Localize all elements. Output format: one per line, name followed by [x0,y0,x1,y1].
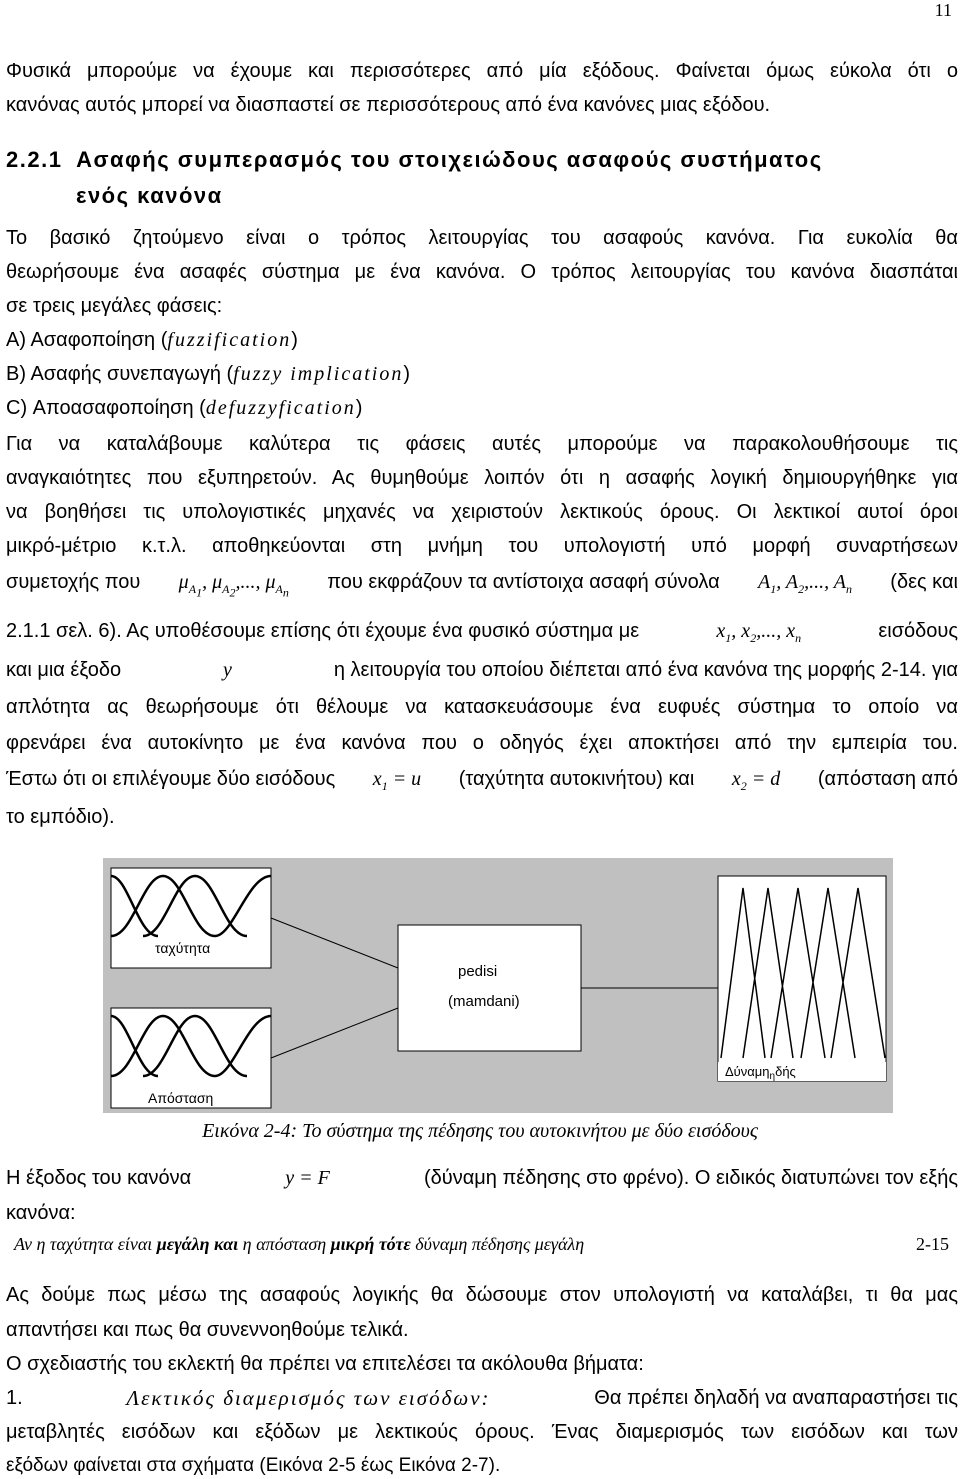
paragraph-line: Το βασικό ζητούμενο είναι ο τρόπος λειτο… [6,227,958,249]
paragraph-line: σε τρεις μεγάλες φάσεις: [6,295,223,317]
paragraph-line: Ο σχεδιαστής του εκλεκτή θα πρέπει να επ… [6,1353,644,1375]
paragraph-line: εξόδων φαίνεται στα σχήματα (Εικόνα 2-5 … [6,1455,501,1476]
paragraph-line-inputs: 2.1.1 σελ. 6). Ας υποθέσουμε επίσης ότι … [6,618,958,651]
paragraph-line: μεταβλητές εισόδων και εξόδων με λεκτικο… [6,1421,958,1443]
x2-eq-d: x2 = d [731,768,781,793]
paragraph-line: κανόνα: [6,1202,76,1224]
distance-label: Απόσταση [148,1090,213,1106]
paragraph-line: μικρό-μέτριο κ.τ.λ. αποθηκεύονται στη μν… [6,535,958,557]
box-title: pedisi [458,963,497,980]
force-label: Δύναμηηδής [725,1064,796,1082]
paragraph-line: απλότητα ας θεωρήσουμε ότι θέλουμε να κα… [6,696,958,718]
section-heading: 2.2.1 Ασαφής συμπερασμός του στοιχειώδου… [6,147,823,173]
step-1: 1. Λεκτικός διαμερισμός των εισόδων: Θα … [6,1386,958,1410]
fuzzy-sets: A1, A2,..., An [758,571,852,596]
box-subtitle: (mamdani) [448,993,520,1010]
paragraph-line: φρενάρει ένα αυτοκίνητο με ένα κανόνα πο… [6,732,958,754]
paragraph-line-output: και μια έξοδο y η λειτουργία του οποίου … [6,659,958,681]
mu-sequence: μA1, μA2,..., μAn [178,571,289,600]
distance-membership-panel: Απόσταση [110,1007,272,1109]
section-number: 2.2.1 [6,147,63,172]
paragraph-line: Για να καταλάβουμε καλύτερα τις φάσεις α… [6,433,958,455]
speed-membership-panel: ταχύτητα [110,867,272,969]
paragraph-line-membership: συμετοχής που μA1, μA2,..., μAn που εκφρ… [6,569,958,605]
paragraph-line: το εμπόδιο). [6,806,115,828]
paragraph-line: θεωρήσουμε ένα ασαφές σύστημα με ένα καν… [6,261,958,283]
y-eq-F: y = F [285,1167,330,1189]
paragraph-line: αναγκαιότητες που εξυπηρετούν. Ας θυμηθο… [6,467,958,489]
phase-a: Α) Ασαφοποίηση (fuzzification) [6,329,298,351]
mamdani-system-box: pedisi (mamdani) [397,924,582,1052]
paragraph-line-choice: Έστω ότι οι επιλέγουμε δύο εισόδους x1 =… [6,766,958,799]
page-number: 11 [934,0,952,20]
section-title-line1: Ασαφής συμπερασμός του στοιχειώδους ασαφ… [76,147,823,172]
speed-label: ταχύτητα [155,940,210,956]
rule-text: Αν η ταχύτητα είναι μεγάλη και η απόστασ… [14,1234,585,1254]
paragraph-line: Ας δούμε πως μέσω της ασαφούς λογικής θα… [6,1284,958,1306]
braking-system-figure: ταχύτητα Απόσταση pedisi (mamdani) Δύναμ… [103,858,893,1113]
force-membership-panel: Δύναμηηδής [717,875,887,1082]
paragraph-line-output-def: Η έξοδος του κανόνα y = F (δύναμη πέδηση… [6,1167,958,1189]
paragraph-line: απαντήσει και πως θα συνεννοηθούμε τελικ… [6,1319,409,1341]
paragraph-line: κανόνας αυτός μπορεί να διασπαστεί σε πε… [6,94,771,116]
phase-b: Β) Ασαφής συνεπαγωγή (fuzzy implication) [6,363,410,385]
inputs-sequence: x1, x2,..., xn [716,620,802,645]
figure-caption: Εικόνα 2-4: Το σύστημα της πέδησης του α… [202,1120,758,1142]
x1-eq-u: x1 = u [372,768,422,793]
section-title-line2: ενός κανόνα [76,183,223,208]
rule-number: 2-15 [916,1234,949,1254]
paragraph-line: να βοηθήσει τις υπολογιστικές μηχανές να… [6,501,958,523]
phase-c: C) Αποασαφοποίηση (defuzzyfication) [6,397,363,419]
rule-2-15: Αν η ταχύτητα είναι μεγάλη και η απόστασ… [14,1234,949,1255]
step-1-title: Λεκτικός διαμερισμός των εισόδων: [126,1386,491,1410]
paragraph-line: Φυσικά μπορούμε να έχουμε και περισσότερ… [6,60,958,82]
